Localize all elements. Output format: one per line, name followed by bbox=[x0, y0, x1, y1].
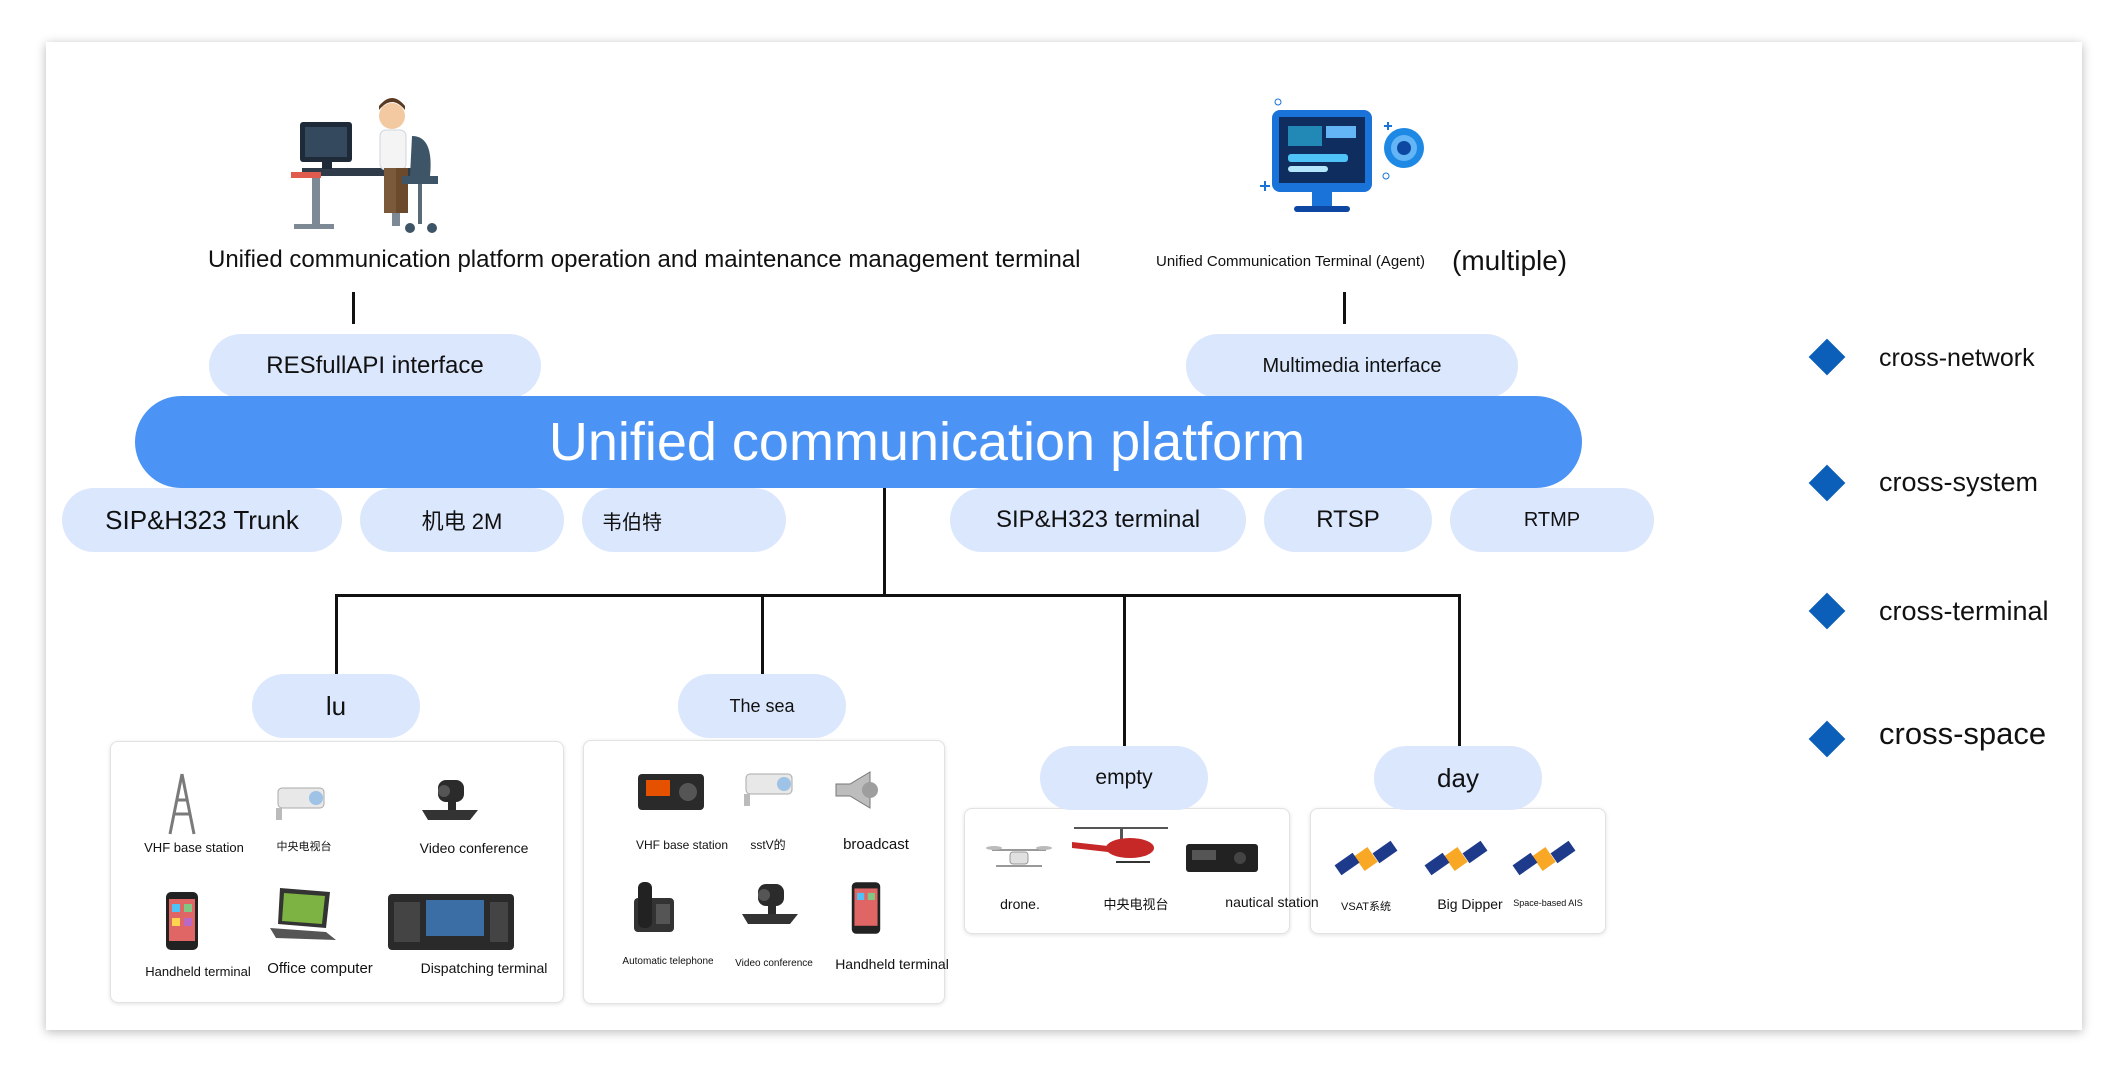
sky-devices-box bbox=[1310, 808, 1606, 934]
branch-sky bbox=[1458, 594, 1461, 746]
satellite-icon bbox=[1334, 840, 1398, 876]
protocol-rtsp: RTSP bbox=[1264, 488, 1432, 552]
branch-land bbox=[335, 594, 338, 674]
feature-cross-terminal: cross-terminal bbox=[1879, 596, 2049, 626]
protocol-sip-trunk: SIP&H323 Trunk bbox=[62, 488, 342, 552]
sky-device-label: Big Dipper bbox=[1437, 896, 1503, 912]
air-device-label: nautical station bbox=[1225, 894, 1319, 910]
desk-phone-icon bbox=[634, 882, 674, 932]
sea-device-label: Video conference bbox=[735, 958, 813, 969]
domain-land-pill: lu bbox=[252, 674, 420, 738]
camera-icon bbox=[744, 773, 793, 806]
protocol-weibote: 韦伯特 bbox=[582, 488, 786, 552]
restful-interface-pill: RESfullAPI interface bbox=[209, 334, 541, 398]
connector-agent bbox=[1343, 292, 1346, 324]
air-device-label: drone. bbox=[1000, 896, 1040, 912]
branch-sea bbox=[761, 594, 764, 674]
ops-terminal-label: Unified communication platform operation… bbox=[208, 246, 1081, 273]
sea-device-label: VHF base station bbox=[635, 838, 729, 852]
land-devices-box bbox=[110, 741, 564, 1003]
sea-device-label: Automatic telephone bbox=[622, 956, 714, 967]
branch-air bbox=[1123, 594, 1126, 746]
conference-camera-icon bbox=[422, 780, 478, 820]
connector-ops bbox=[352, 292, 355, 324]
sea-device-label: sstV的 bbox=[750, 838, 786, 852]
domain-sea-pill: The sea bbox=[678, 674, 846, 738]
helicopter-icon bbox=[1072, 827, 1168, 863]
protocol-rtmp: RTMP bbox=[1450, 488, 1654, 552]
feature-cross-system: cross-system bbox=[1879, 467, 2039, 497]
domain-air-pill: empty bbox=[1040, 746, 1208, 810]
land-device-label: Dispatching terminal bbox=[420, 960, 548, 976]
laptop-icon bbox=[270, 888, 336, 940]
multiple-label: (multiple) bbox=[1452, 245, 1568, 276]
radio-unit-icon bbox=[1186, 844, 1258, 872]
phone-icon bbox=[851, 882, 881, 934]
land-device-label: VHF base station bbox=[144, 840, 244, 855]
radio-icon bbox=[638, 774, 704, 810]
tower-icon bbox=[168, 773, 196, 835]
trunk-horizontal bbox=[335, 594, 1461, 597]
protocol-sip-terminal: SIP&H323 terminal bbox=[950, 488, 1246, 552]
camera-icon bbox=[276, 787, 325, 820]
drone-icon bbox=[986, 846, 1052, 867]
protocol-jidian-2m: 机电 2M bbox=[360, 488, 564, 552]
satellite-icon bbox=[1424, 840, 1488, 876]
air-device-label: 中央电视台 bbox=[1103, 897, 1169, 912]
sky-device-label: Space-based AIS bbox=[1513, 898, 1583, 908]
platform-title: Unified communication platform bbox=[548, 412, 1306, 472]
agent-terminal-icon bbox=[1260, 98, 1424, 212]
land-device-label: Handheld terminal bbox=[145, 964, 251, 979]
phone-icon bbox=[166, 892, 198, 950]
megaphone-icon bbox=[835, 771, 878, 809]
land-device-label: Video conference bbox=[419, 840, 529, 856]
multimedia-interface-pill: Multimedia interface bbox=[1186, 334, 1518, 398]
trunk-vertical bbox=[883, 488, 886, 596]
feature-cross-network: cross-network bbox=[1879, 344, 2035, 372]
sky-device-label: VSAT系统 bbox=[1341, 901, 1391, 913]
land-device-label: 中央电视台 bbox=[276, 841, 332, 853]
platform-bar bbox=[135, 396, 1582, 488]
conference-camera-icon bbox=[742, 884, 798, 924]
dispatch-console-icon bbox=[388, 894, 514, 950]
feature-cross-space: cross-space bbox=[1879, 716, 2047, 751]
domain-sky-pill: day bbox=[1374, 746, 1542, 810]
operator-workstation-icon bbox=[291, 98, 438, 233]
satellite-icon bbox=[1512, 840, 1576, 876]
sea-device-label: Handheld terminal bbox=[835, 956, 949, 972]
land-device-label: Office computer bbox=[267, 960, 373, 977]
sea-device-label: broadcast bbox=[843, 836, 909, 853]
agent-terminal-label: Unified Communication Terminal (Agent) bbox=[1156, 253, 1426, 270]
